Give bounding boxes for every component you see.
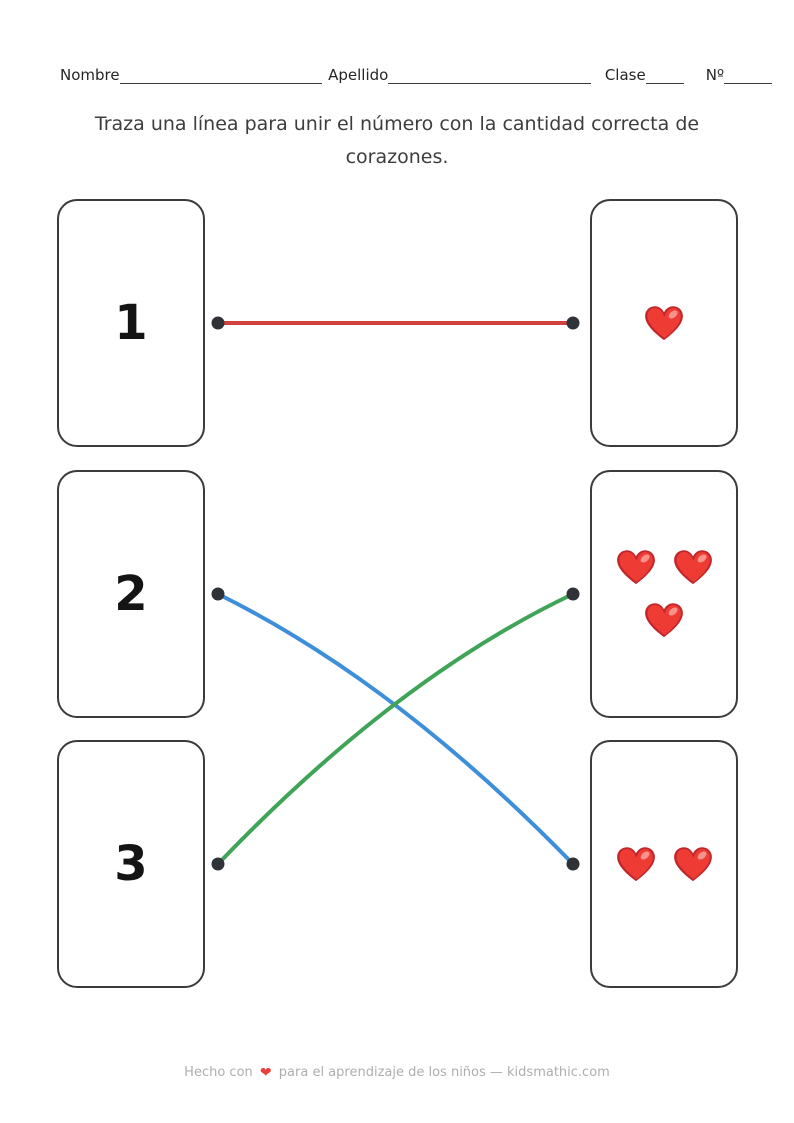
footer-heart-icon: ❤ <box>259 1065 272 1081</box>
number-card-3: 3 <box>57 740 205 988</box>
nombre-label: Nombre <box>60 66 120 84</box>
connector-dot <box>566 857 580 871</box>
heart-icon <box>673 846 712 881</box>
connector-dot <box>211 316 225 330</box>
nombre-blank-line <box>119 67 323 84</box>
hearts-card-3 <box>590 470 738 718</box>
numero-blank-line <box>724 67 773 84</box>
heart-icon <box>645 603 683 638</box>
connector-dot <box>566 587 580 601</box>
header-fields: Nombre Apellido Clase Nº <box>60 66 773 84</box>
worksheet-title: Traza una línea para unir el número con … <box>0 108 794 174</box>
connector-dot <box>211 587 225 601</box>
heart-icon <box>673 550 712 585</box>
connection-line-3 <box>216 592 575 866</box>
clase-label: Clase <box>604 66 646 84</box>
connector-dot <box>211 857 225 871</box>
clase-blank-line <box>645 67 684 84</box>
hearts-card-1 <box>590 199 738 447</box>
apellido-blank-line <box>388 67 591 84</box>
heart-icon <box>616 550 655 585</box>
number-value: 3 <box>114 836 148 892</box>
heart-icon <box>645 305 683 340</box>
apellido-label: Apellido <box>328 66 389 84</box>
number-card-2: 2 <box>57 470 205 718</box>
footer-text-after: para el aprendizaje de los niños — kidsm… <box>278 1065 610 1080</box>
connection-line-2 <box>216 592 575 866</box>
connector-dot <box>566 316 580 330</box>
worksheet-title-text: Traza una línea para unir el número con … <box>94 113 700 168</box>
hearts-group <box>612 305 716 342</box>
hearts-card-2 <box>590 740 738 988</box>
hearts-group <box>612 846 716 883</box>
hearts-group <box>612 549 716 639</box>
number-value: 1 <box>114 295 148 351</box>
heart-icon <box>616 846 655 881</box>
numero-label: Nº <box>705 66 725 84</box>
number-value: 2 <box>114 566 148 622</box>
number-card-1: 1 <box>57 199 205 447</box>
footer-text-before: Hecho con <box>184 1065 253 1080</box>
footer-credit: Hecho con ❤ para el aprendizaje de los n… <box>0 1064 794 1081</box>
